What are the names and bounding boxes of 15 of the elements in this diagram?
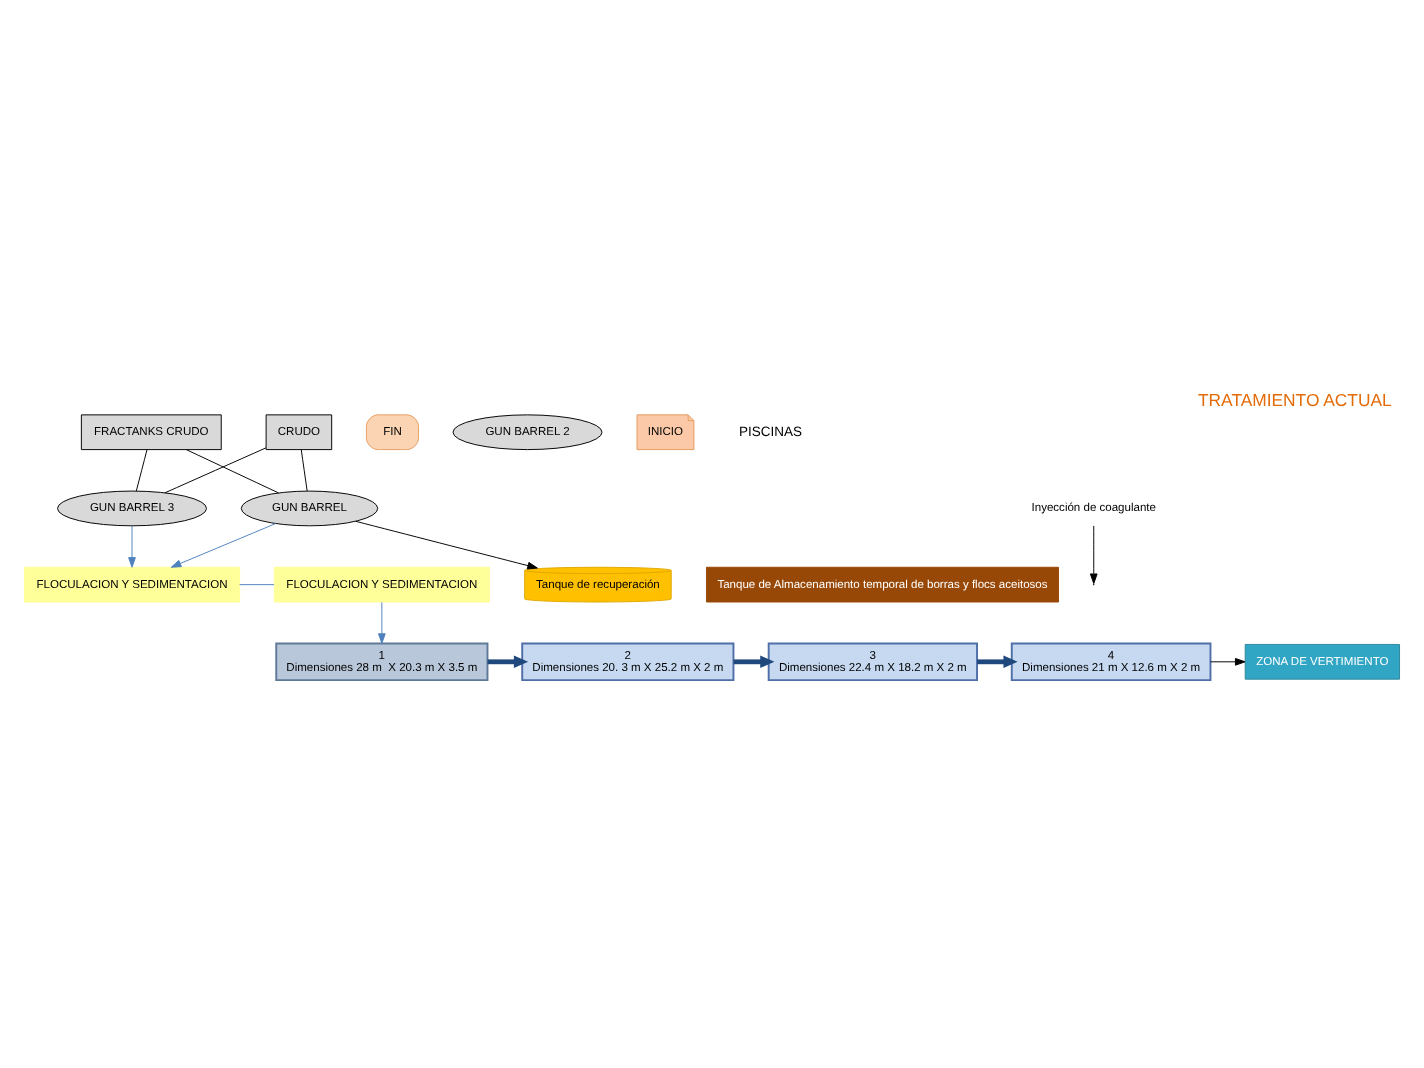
arrow (378, 601, 386, 644)
arrow (1089, 525, 1098, 585)
connector (135, 449, 148, 492)
connector (300, 449, 308, 492)
arrow (977, 655, 1018, 669)
arrow (1210, 657, 1246, 666)
arrow (733, 655, 775, 669)
arrow (355, 520, 538, 570)
diagram-title: TRATAMIENTO ACTUAL (1198, 389, 1392, 410)
connector (185, 449, 279, 494)
arrow (487, 655, 529, 669)
connector (164, 447, 267, 494)
connector (239, 584, 275, 586)
arrow (170, 523, 277, 568)
arrow (128, 525, 136, 568)
